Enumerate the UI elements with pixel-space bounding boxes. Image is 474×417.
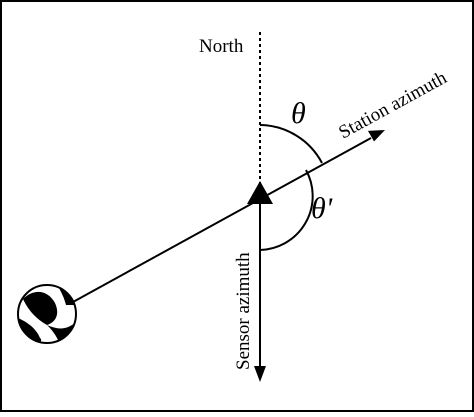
station-azimuth-arrowhead — [368, 130, 385, 142]
station-azimuth-line — [72, 137, 372, 303]
theta-prime-arc — [259, 169, 314, 251]
theta-label: θ — [291, 97, 306, 130]
beachball-icon — [17, 284, 77, 344]
theta-prime-label: θ' — [311, 192, 333, 225]
sensor-azimuth-arrowhead — [254, 366, 266, 382]
station-triangle-icon — [247, 181, 273, 204]
north-label: North — [199, 36, 244, 57]
sensor-azimuth-label: Sensor azimuth — [233, 252, 254, 370]
theta-arc — [259, 124, 323, 164]
